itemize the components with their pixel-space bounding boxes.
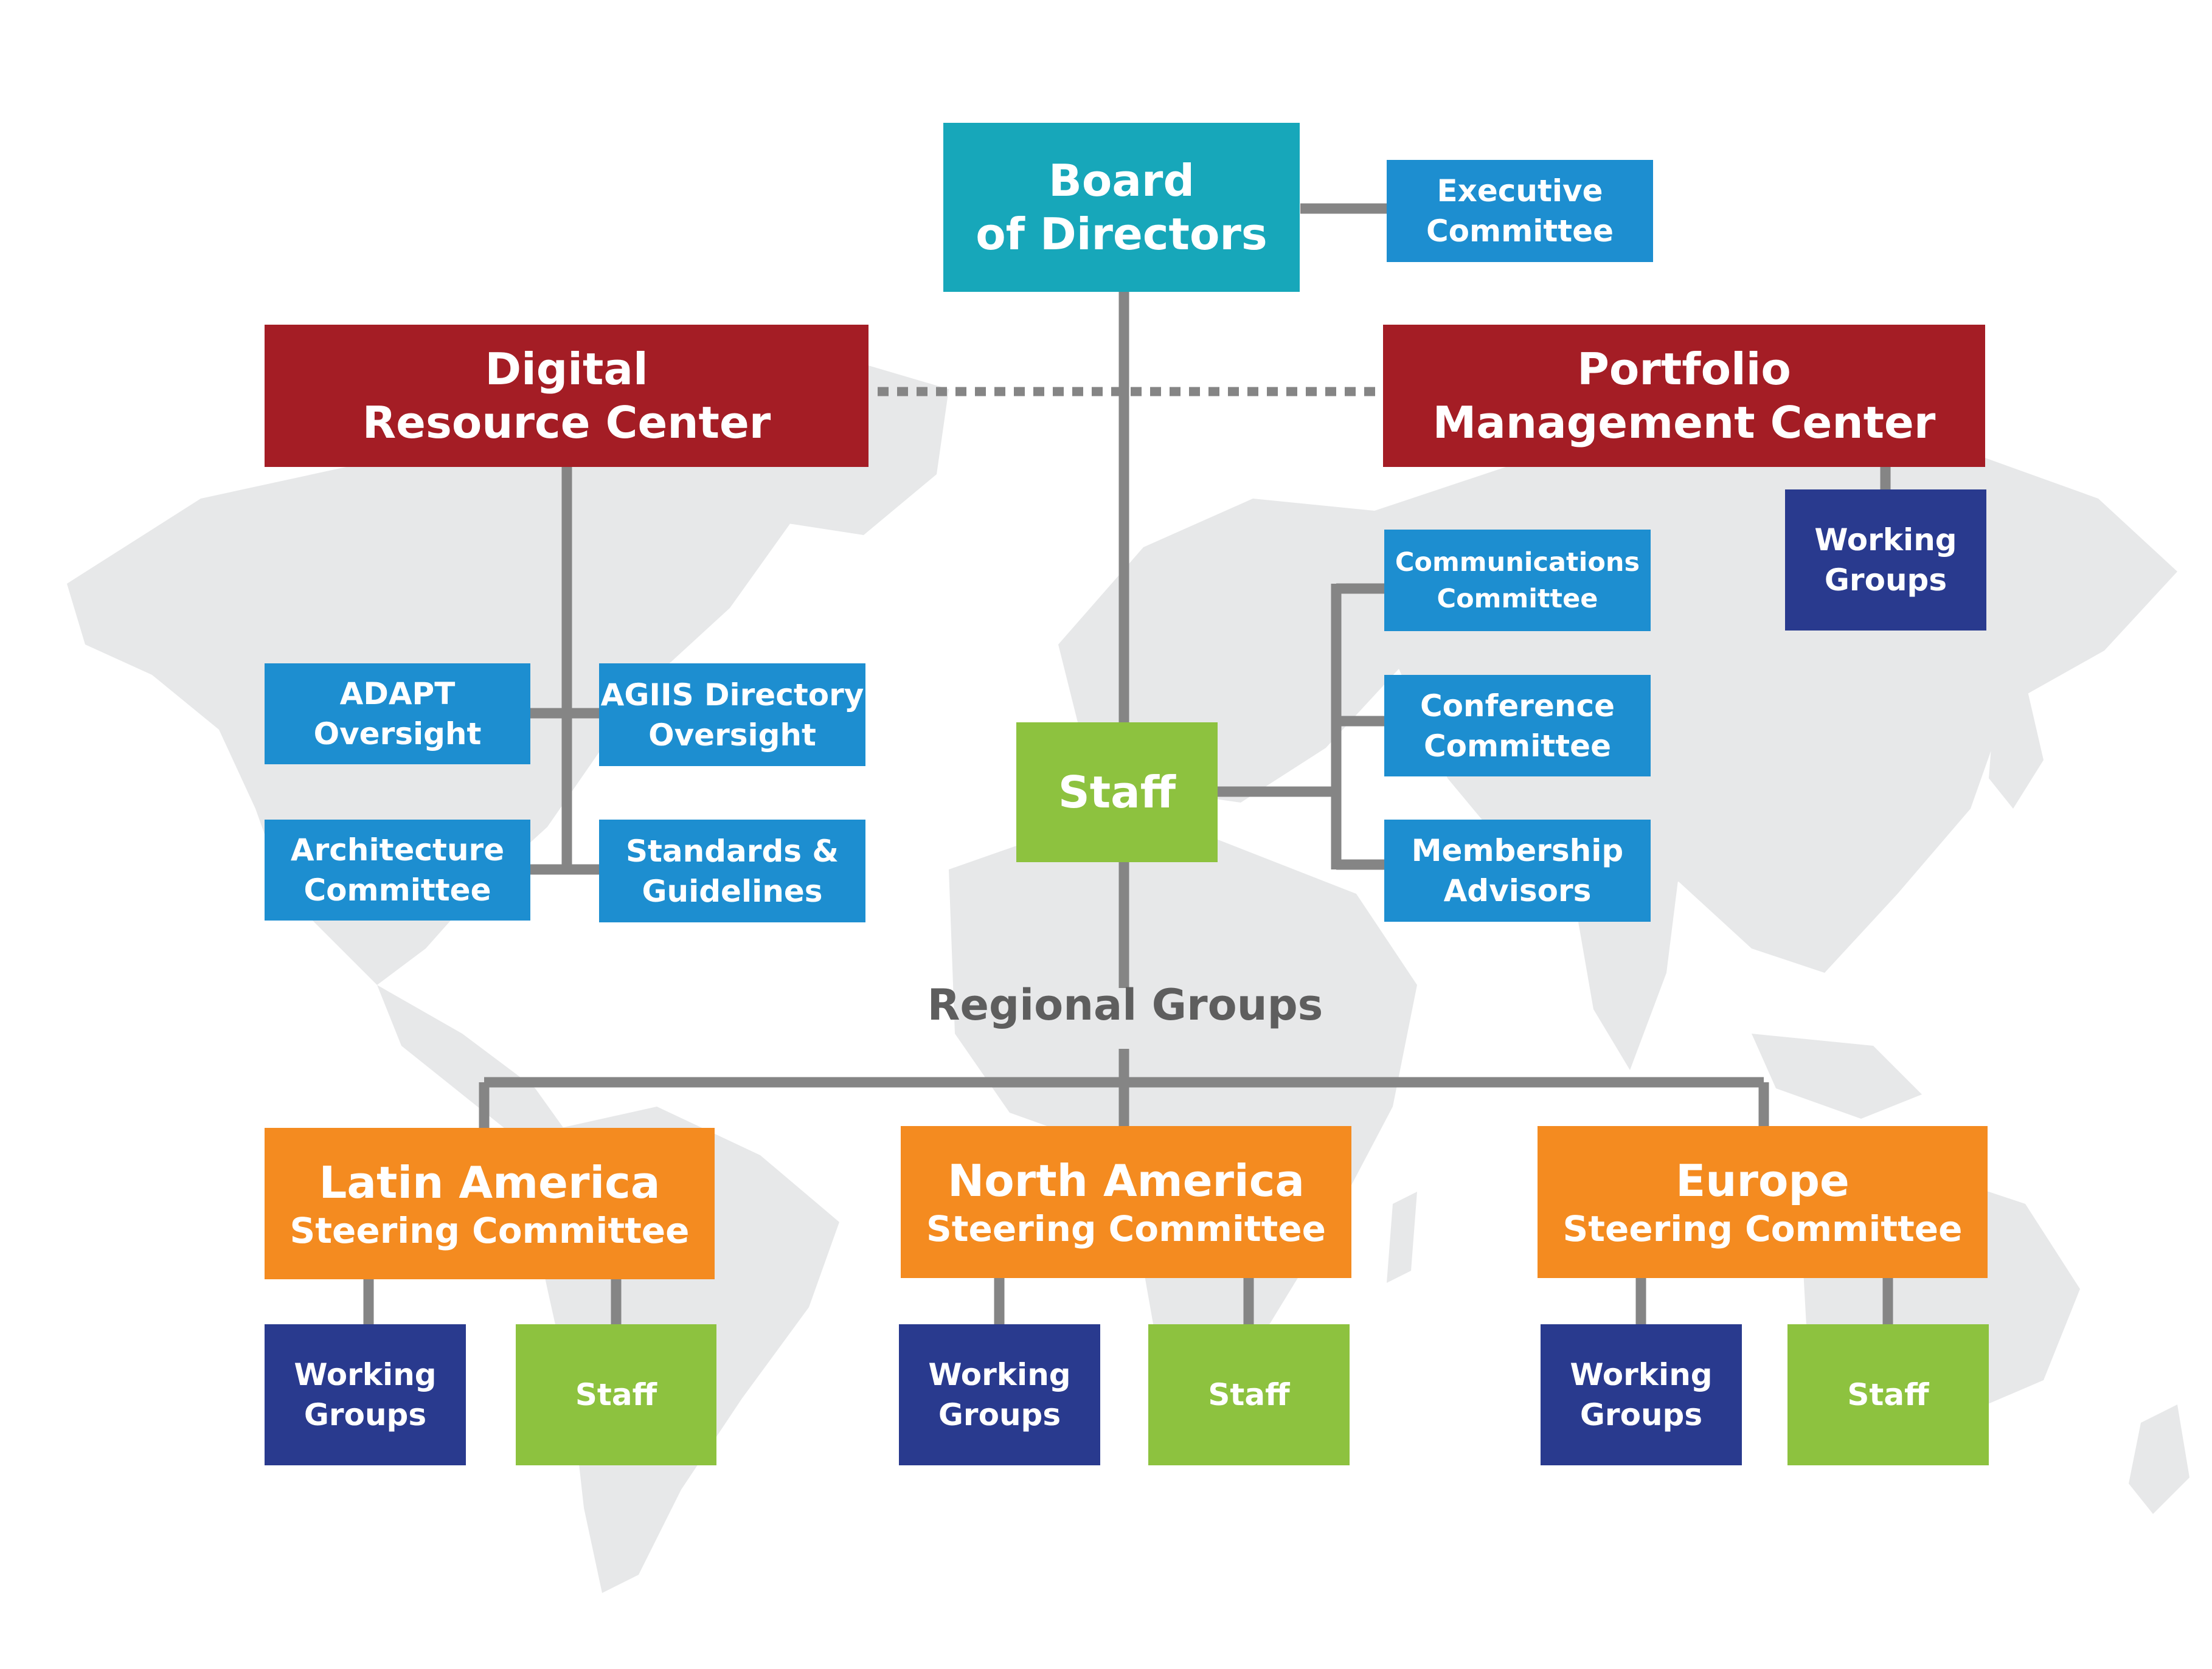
europe-working-groups-box: Working Groups: [1541, 1324, 1742, 1465]
staff-label: Staff: [1058, 767, 1176, 818]
board-of-directors-label: Board of Directors: [976, 155, 1267, 260]
latin-america-staff-label: Staff: [575, 1377, 657, 1412]
communications-committee-label: Communications Committee: [1395, 547, 1640, 614]
communications-committee-box: Communications Committee: [1384, 530, 1651, 631]
latin-america-subtitle: Steering Committee: [290, 1209, 690, 1251]
europe-subtitle: Steering Committee: [1562, 1208, 1963, 1249]
regional-groups-label: Regional Groups: [927, 980, 1323, 1030]
north-america-working-groups-box: Working Groups: [899, 1324, 1100, 1465]
membership-advisors-box: Membership Advisors: [1384, 820, 1651, 922]
map-southeast-asia: [1752, 1034, 1922, 1119]
staff-box: Staff: [1016, 722, 1218, 862]
architecture-committee-box: Architecture Committee: [265, 820, 530, 921]
latin-america-steering-box: Latin America Steering Committee: [265, 1128, 715, 1279]
adapt-oversight-label: ADAPT Oversight: [313, 676, 482, 752]
europe-working-groups-label: Working Groups: [1570, 1357, 1713, 1432]
europe-staff-box: Staff: [1787, 1324, 1989, 1465]
membership-advisors-label: Membership Advisors: [1411, 833, 1624, 908]
north-america-working-groups-label: Working Groups: [928, 1357, 1071, 1432]
europe-steering-box: Europe Steering Committee: [1538, 1126, 1988, 1278]
map-japan: [1989, 681, 2044, 809]
executive-committee-box: Executive Committee: [1387, 160, 1653, 262]
agiis-directory-oversight-label: AGIIS Directory Oversight: [600, 677, 864, 753]
north-america-name: North America: [947, 1155, 1305, 1206]
digital-resource-center-box: Digital Resource Center: [265, 325, 869, 467]
conference-committee-label: Conference Committee: [1420, 688, 1615, 764]
latin-america-working-groups-box: Working Groups: [265, 1324, 466, 1465]
adapt-oversight-box: ADAPT Oversight: [265, 663, 530, 764]
map-madagascar: [1387, 1192, 1417, 1283]
standards-guidelines-box: Standards & Guidelines: [599, 820, 865, 922]
map-central-america: [377, 985, 566, 1143]
latin-america-working-groups-label: Working Groups: [294, 1357, 437, 1432]
architecture-committee-label: Architecture Committee: [290, 832, 505, 908]
portfolio-working-groups-box: Working Groups: [1785, 489, 1986, 631]
north-america-staff-label: Staff: [1208, 1377, 1290, 1412]
europe-staff-label: Staff: [1847, 1377, 1929, 1412]
portfolio-working-groups-label: Working Groups: [1814, 522, 1957, 598]
map-new-zealand: [2129, 1405, 2189, 1514]
north-america-staff-box: Staff: [1148, 1324, 1350, 1465]
portfolio-management-center-label: Portfolio Management Center: [1432, 344, 1936, 448]
north-america-steering-box: North America Steering Committee: [901, 1126, 1351, 1278]
digital-resource-center-label: Digital Resource Center: [362, 344, 771, 448]
executive-committee-label: Executive Committee: [1426, 173, 1614, 249]
board-of-directors-box: Board of Directors: [943, 123, 1300, 292]
europe-name: Europe: [1676, 1155, 1850, 1206]
latin-america-staff-box: Staff: [516, 1324, 716, 1465]
north-america-subtitle: Steering Committee: [926, 1208, 1326, 1249]
latin-america-name: Latin America: [319, 1156, 660, 1208]
conference-committee-box: Conference Committee: [1384, 675, 1651, 776]
standards-guidelines-label: Standards & Guidelines: [626, 833, 839, 909]
agiis-directory-oversight-box: AGIIS Directory Oversight: [599, 663, 865, 766]
portfolio-management-center-box: Portfolio Management Center: [1383, 325, 1985, 467]
